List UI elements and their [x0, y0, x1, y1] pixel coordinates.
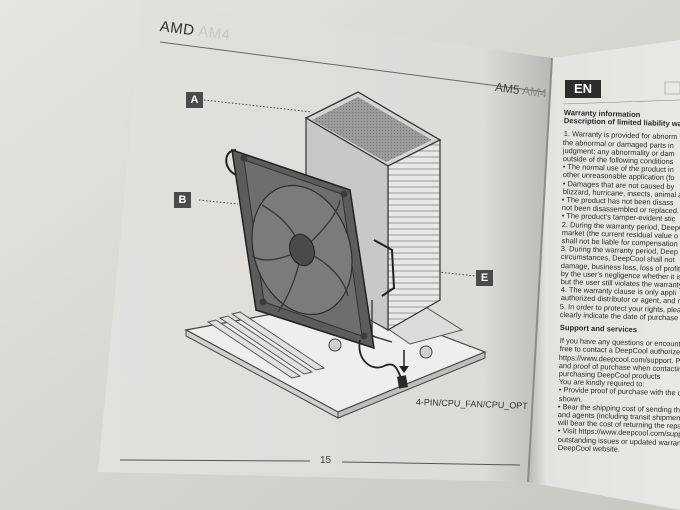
leader-e	[437, 271, 477, 277]
motherboard-edge-right	[337, 351, 486, 419]
page-number: 15	[320, 455, 332, 466]
callout-b: B	[174, 192, 191, 208]
fan-cable	[358, 339, 403, 381]
fan-clip	[225, 149, 237, 176]
heatsink-fins	[387, 139, 441, 332]
callout-e: E	[476, 270, 493, 286]
book-spine	[527, 57, 553, 483]
right-header-rule	[562, 99, 680, 105]
mount-screw	[328, 338, 342, 352]
warranty-line: DeepCool website.	[557, 442, 620, 454]
footer-rule-right	[341, 461, 521, 466]
right-page-corner-box	[664, 81, 680, 95]
language-badge: EN	[565, 80, 601, 98]
header-rule	[159, 41, 546, 93]
leader-a	[203, 99, 313, 113]
fan-clip	[373, 239, 396, 297]
leader-b	[198, 199, 239, 205]
fan-corner-screws	[240, 154, 368, 340]
fan-connector	[397, 375, 408, 389]
heatsink-top-cover	[312, 97, 432, 162]
ram-slots	[206, 311, 326, 379]
right-page	[528, 40, 680, 510]
header-socket-faded: AM4	[521, 83, 548, 101]
connector-arrow-head	[399, 366, 409, 373]
footer-rule-left	[119, 459, 311, 462]
callout-a: A	[186, 92, 203, 108]
mount-screw	[419, 345, 433, 359]
fan-hub	[289, 233, 315, 267]
header-socket-text: AM5	[494, 80, 521, 98]
